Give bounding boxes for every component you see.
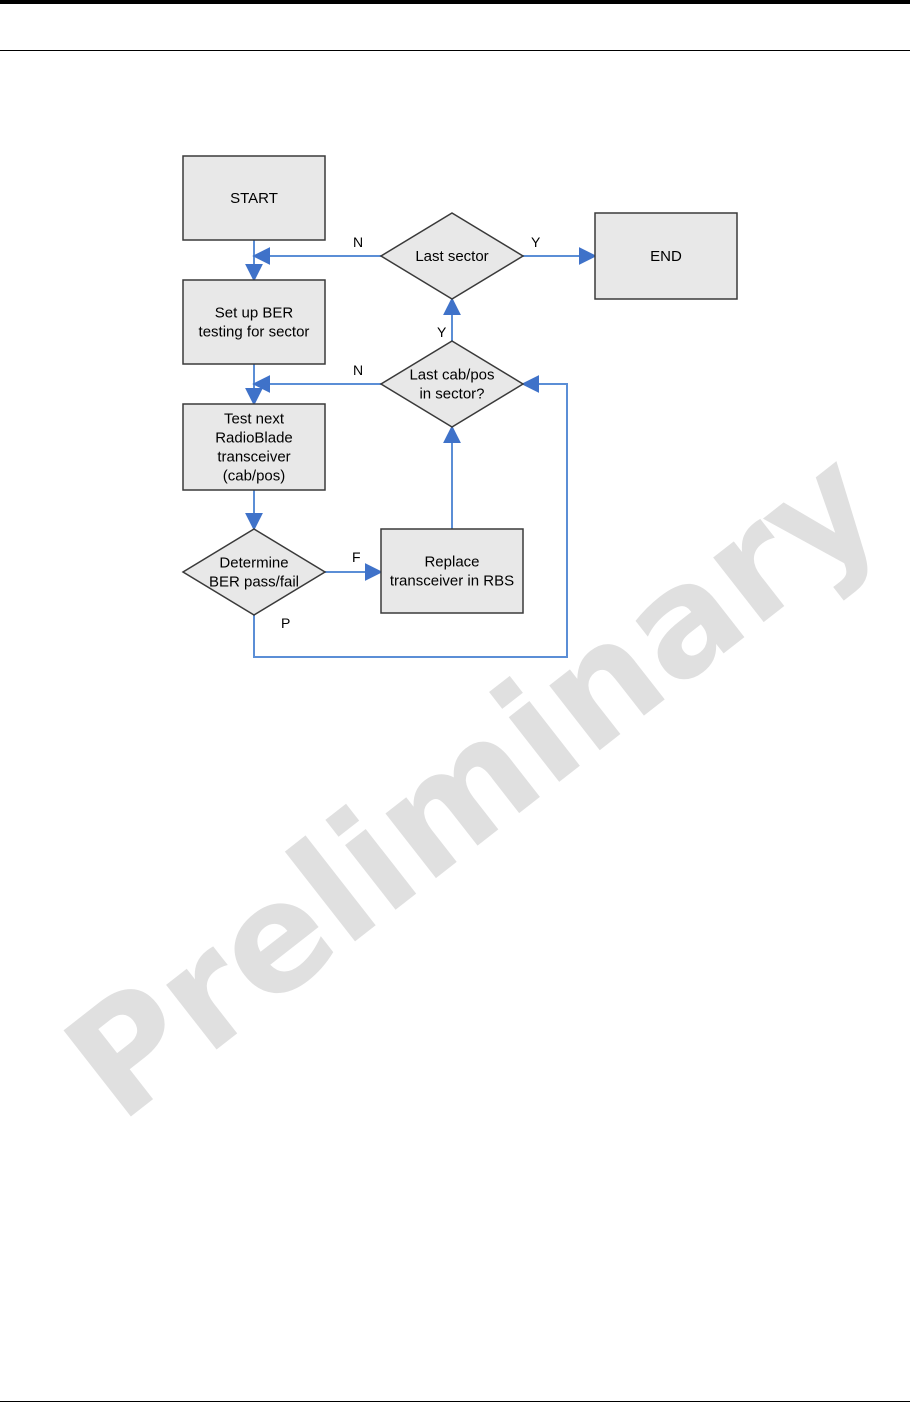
node-replace-box <box>381 529 523 613</box>
edge-label-determine-to-lastcab: P <box>281 615 290 631</box>
node-end-text-0: END <box>650 248 682 265</box>
node-setup: Set up BER testing for sector <box>183 280 325 364</box>
node-determine-diamond <box>183 529 325 615</box>
node-lastcab-diamond <box>381 341 523 427</box>
node-lastsector-text-0: Last sector <box>415 248 488 265</box>
node-start: START <box>183 156 325 240</box>
node-replace-text-0: Replace <box>424 554 479 571</box>
node-determine-text-1: BER pass/fail <box>209 574 299 591</box>
node-end: END <box>595 213 737 299</box>
node-lastcab: Last cab/pos in sector? <box>381 341 523 427</box>
edge-label-lastsector-to-setup: N <box>353 234 363 250</box>
node-lastcab-text-1: in sector? <box>419 386 484 403</box>
node-test-text-3: (cab/pos) <box>223 468 286 485</box>
edge-label-lastsector-to-end: Y <box>531 234 541 250</box>
node-start-text-0: START <box>230 190 278 207</box>
node-lastcab-text-0: Last cab/pos <box>409 367 494 384</box>
node-test-text-0: Test next <box>224 411 285 428</box>
edge-label-lastcab-to-lastsector: Y <box>437 324 447 340</box>
node-replace: Replace transceiver in RBS <box>381 529 523 613</box>
edge-label-lastcab-to-test: N <box>353 362 363 378</box>
node-test-text-2: transceiver <box>217 449 290 466</box>
node-test-text-1: RadioBlade <box>215 430 293 447</box>
node-setup-text-0: Set up BER <box>215 305 294 322</box>
node-setup-text-1: testing for sector <box>199 324 310 341</box>
node-replace-text-1: transceiver in RBS <box>390 573 514 590</box>
node-determine-text-0: Determine <box>219 555 288 572</box>
node-lastsector: Last sector <box>381 213 523 299</box>
node-setup-box <box>183 280 325 364</box>
edge-label-determine-to-replace: F <box>352 549 361 565</box>
